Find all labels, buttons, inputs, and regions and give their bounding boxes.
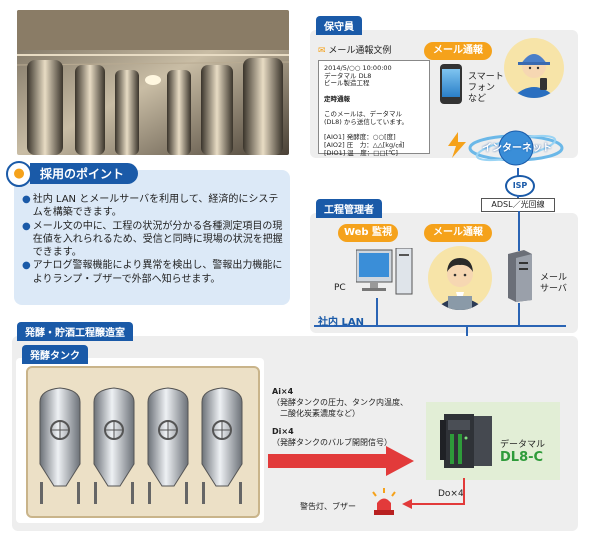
- mail-line: [AIO2] 圧 力：△△[kg/㎠]: [324, 141, 405, 150]
- ai-signal: Ai×4 （発酵タンクの圧力、タンク内温度、 二酸化炭素濃度など）: [272, 387, 408, 418]
- guard-person-icon: [504, 38, 564, 98]
- mail-line: (DL8) から送信しています。: [324, 117, 409, 126]
- internet-label: インターネット: [482, 143, 552, 154]
- envelope-icon: ✉: [318, 46, 326, 56]
- brewery-photo: [17, 10, 289, 155]
- room-tab: 発酵・貯酒工程醸造室: [17, 322, 133, 341]
- do-arrow: [402, 478, 466, 516]
- dl8c-device-icon: [440, 410, 496, 478]
- pc-label: PC: [334, 283, 346, 293]
- signal-arrow: [268, 446, 416, 480]
- fermentation-tank-2: [93, 387, 135, 504]
- manager-mail-badge: メール通報: [424, 224, 492, 242]
- mail-line: 2014/5/○○ 10:00:00: [324, 64, 392, 72]
- point-item: ●アナログ警報機能により異常を検出し、警報出力機能によりランプ・ブザーで外部へ知…: [22, 260, 283, 285]
- alarm-label: 警告灯、ブザー: [300, 502, 356, 511]
- warning-lamp-icon: [370, 488, 398, 522]
- points-title: 採用のポイント: [30, 163, 139, 184]
- do-label: Do×4: [438, 489, 464, 499]
- tank-cellar: [26, 366, 260, 518]
- bullet-icon: ●: [22, 220, 31, 232]
- guard-mail-badge: メール通報: [424, 42, 492, 60]
- fermentation-tank-4: [201, 387, 243, 504]
- mail-line: 定時通報: [324, 94, 350, 103]
- bullet-icon: ●: [22, 260, 31, 272]
- isp-node: ISP: [505, 175, 535, 197]
- tank-subtab: 発酵タンク: [22, 345, 88, 364]
- mail-line: [DIO1] 温 度：□□[℃]: [324, 148, 398, 157]
- lan-line: [314, 325, 566, 327]
- isp-link: [517, 168, 519, 176]
- bullet-icon: ●: [22, 194, 31, 205]
- point-item: ●メール文の中に、工程の状況が分かる各種測定項目の現在値を入れられるため、受信と…: [22, 220, 283, 259]
- mail-line: ビール製造工程: [324, 79, 370, 88]
- fermentation-tank-1: [39, 387, 81, 504]
- lightbulb-icon: ●: [6, 161, 32, 187]
- fermentation-tank-3: [147, 387, 189, 504]
- pc-icon: [355, 247, 416, 304]
- manager-tab: 工程管理者: [316, 199, 382, 218]
- mail-server-label: メール サーバ: [540, 273, 568, 294]
- smartphone-label: スマート フォン など: [468, 72, 504, 104]
- points-list: ●社内 LAN とメールサーバを利用して、経済的にシステムを構築できます。●メー…: [22, 193, 284, 286]
- dl8c-model: DL8-C: [500, 450, 544, 465]
- mail-line: データマル DL8: [324, 71, 372, 80]
- internet-globe-icon: [468, 126, 564, 170]
- dl8c-name: データマル: [500, 440, 546, 450]
- server-isp-line: [518, 211, 520, 251]
- server-drop: [518, 303, 520, 326]
- adsl-label: ADSL／光回線: [481, 198, 555, 212]
- points-panel: [14, 170, 290, 305]
- mail-line: [AIO1] 発酵度：○○[度]: [324, 133, 396, 142]
- lan-label: 社内 LAN: [318, 317, 364, 328]
- mail-line: このメールは、データマル: [324, 110, 402, 119]
- smartphone-icon: [440, 64, 462, 104]
- manager-person-icon: [428, 246, 492, 310]
- pc-drop: [376, 298, 378, 326]
- di-signal: Di×4 （発酵タンクのバルブ開閉信号）: [272, 427, 392, 447]
- lightning-icon: [446, 132, 468, 162]
- guard-tab: 保守員: [316, 16, 362, 35]
- point-item: ●社内 LAN とメールサーバを利用して、経済的にシステムを構築できます。: [22, 194, 279, 219]
- mail-server-icon: [508, 250, 532, 306]
- mail-example-label: ✉ メール通報文例: [318, 46, 392, 56]
- web-monitor-badge: Web 監視: [338, 224, 398, 242]
